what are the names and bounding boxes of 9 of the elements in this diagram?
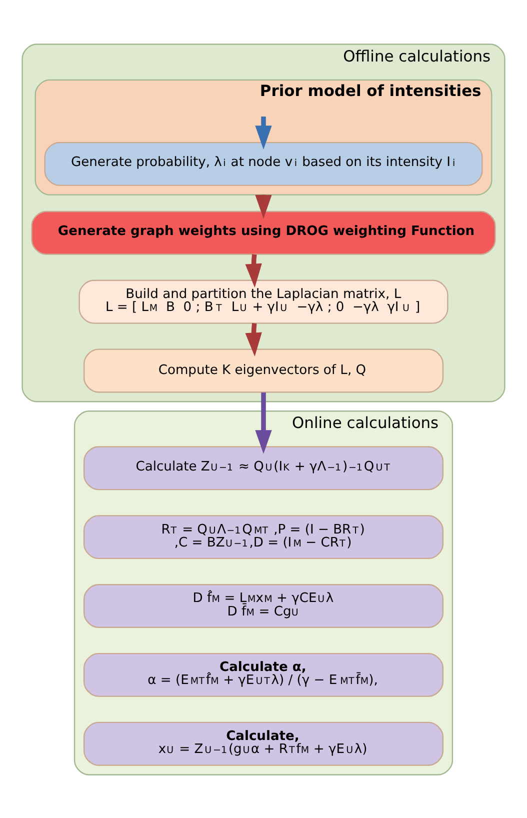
node-box: Calculate, xU = ZU−1(gUα + RTfM + γEUλ) [83,721,444,766]
node-box: D f̂M = LMxM + γCEUλ D f̄M = CgU [83,584,444,628]
arrow [245,254,262,288]
node-box: Generate graph weights using DROG weighting Function [31,210,496,254]
arrow [255,392,272,454]
node-box: Calculate ZU−1 ≈ QU(IK + γΛ−1)−1QUT [83,446,444,490]
arrow [255,116,272,149]
arrow [245,322,262,356]
node-box: Compute K eigenvectors of L, Q [83,348,444,392]
